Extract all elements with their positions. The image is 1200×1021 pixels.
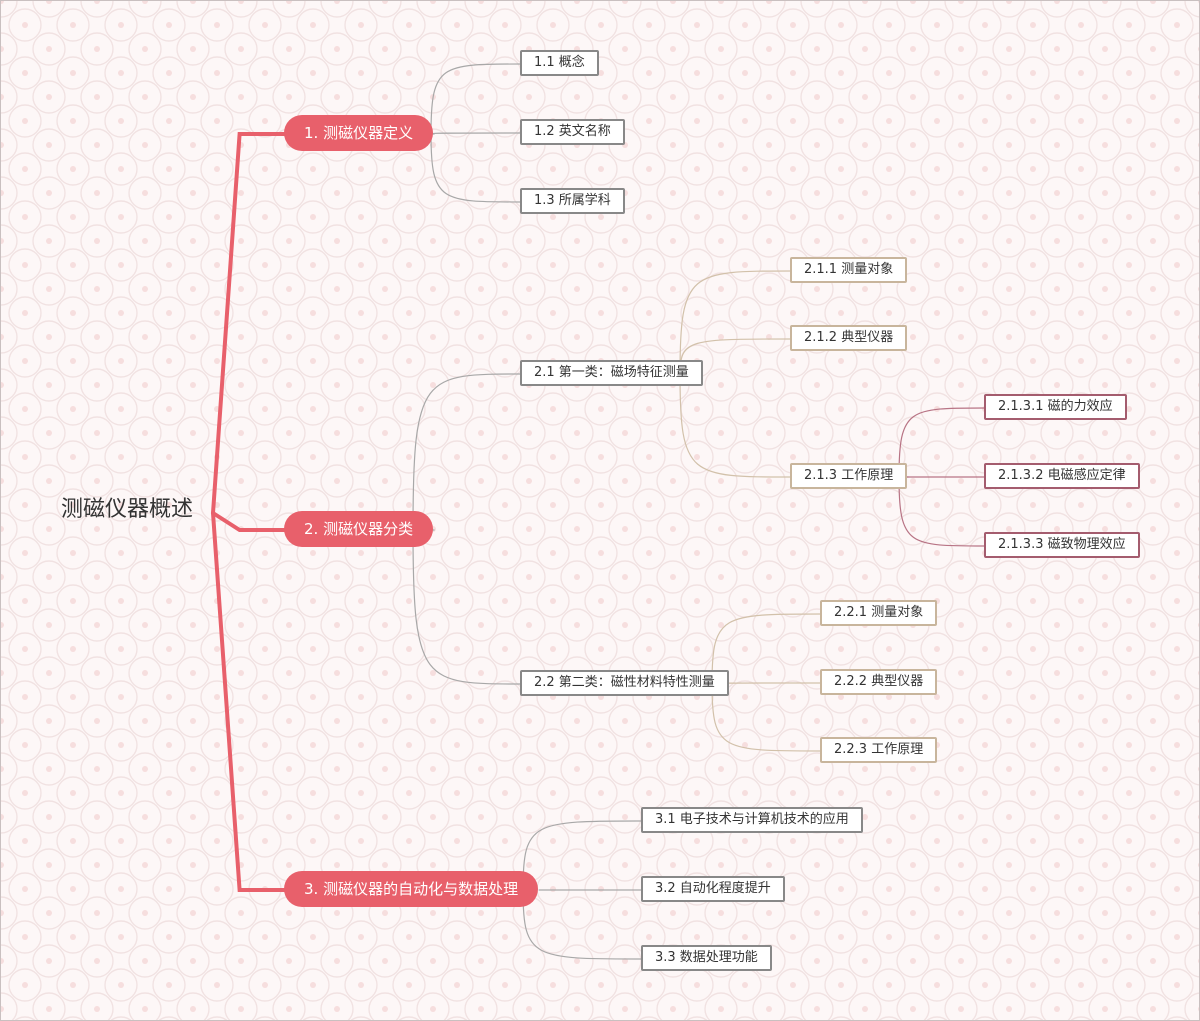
topic-3-1-electronics-computing[interactable]: 3.1 电子技术与计算机技术的应用 — [641, 807, 863, 833]
topic-2-1-3-3-physical-effect[interactable]: 2.1.3.3 磁致物理效应 — [984, 532, 1140, 558]
topic-2-1-3-working-principle[interactable]: 2.1.3 工作原理 — [790, 463, 908, 489]
root-topic[interactable]: 测磁仪器概述 — [61, 497, 194, 522]
topic-2-2-3-working-principle[interactable]: 2.2.3 工作原理 — [820, 737, 938, 763]
topic-3-3-data-processing[interactable]: 3.3 数据处理功能 — [641, 945, 772, 971]
link-2-1-3 — [679, 373, 792, 478]
link-3-3 — [522, 889, 643, 960]
link-2-1 — [412, 373, 522, 531]
link-3-1 — [522, 820, 643, 891]
link-2-1-1 — [679, 270, 792, 375]
topic-3-2-automation-level[interactable]: 3.2 自动化程度提升 — [641, 876, 785, 902]
link-2-2-1 — [711, 613, 822, 685]
link-2-2 — [412, 529, 522, 685]
topic-2-1-2-typical-instrument[interactable]: 2.1.2 典型仪器 — [790, 325, 908, 351]
link-1-1 — [430, 63, 522, 135]
branch-definition[interactable]: 1. 测磁仪器定义 — [284, 115, 434, 151]
link-1-3 — [430, 133, 522, 203]
root-link-2 — [211, 511, 291, 532]
topic-2-2-1-measurement-object[interactable]: 2.2.1 测量对象 — [820, 600, 938, 626]
link-2-2-3 — [711, 683, 822, 752]
root-link-3 — [211, 511, 291, 892]
topic-2-2-material-property[interactable]: 2.2 第二类：磁性材料特性测量 — [520, 670, 729, 696]
topic-2-1-3-2-induction-law[interactable]: 2.1.3.2 电磁感应定律 — [984, 463, 1140, 489]
topic-2-2-2-typical-instrument[interactable]: 2.2.2 典型仪器 — [820, 669, 938, 695]
topic-1-1-concept[interactable]: 1.1 概念 — [520, 50, 599, 76]
topic-1-3-discipline[interactable]: 1.3 所属学科 — [520, 188, 625, 214]
topic-2-1-magnetic-field[interactable]: 2.1 第一类：磁场特征测量 — [520, 360, 703, 386]
topic-1-2-english-name[interactable]: 1.2 英文名称 — [520, 119, 625, 145]
link-1-2 — [430, 132, 522, 135]
topic-2-1-1-measurement-object[interactable]: 2.1.1 测量对象 — [790, 257, 908, 283]
branch-classification[interactable]: 2. 测磁仪器分类 — [284, 511, 434, 547]
topic-2-1-3-1-force-effect[interactable]: 2.1.3.1 磁的力效应 — [984, 394, 1127, 420]
link-2-1-3-1 — [898, 407, 986, 478]
link-2-1-3-3 — [898, 476, 986, 547]
root-link-1 — [211, 132, 291, 515]
branch-automation[interactable]: 3. 测磁仪器的自动化与数据处理 — [284, 871, 539, 907]
